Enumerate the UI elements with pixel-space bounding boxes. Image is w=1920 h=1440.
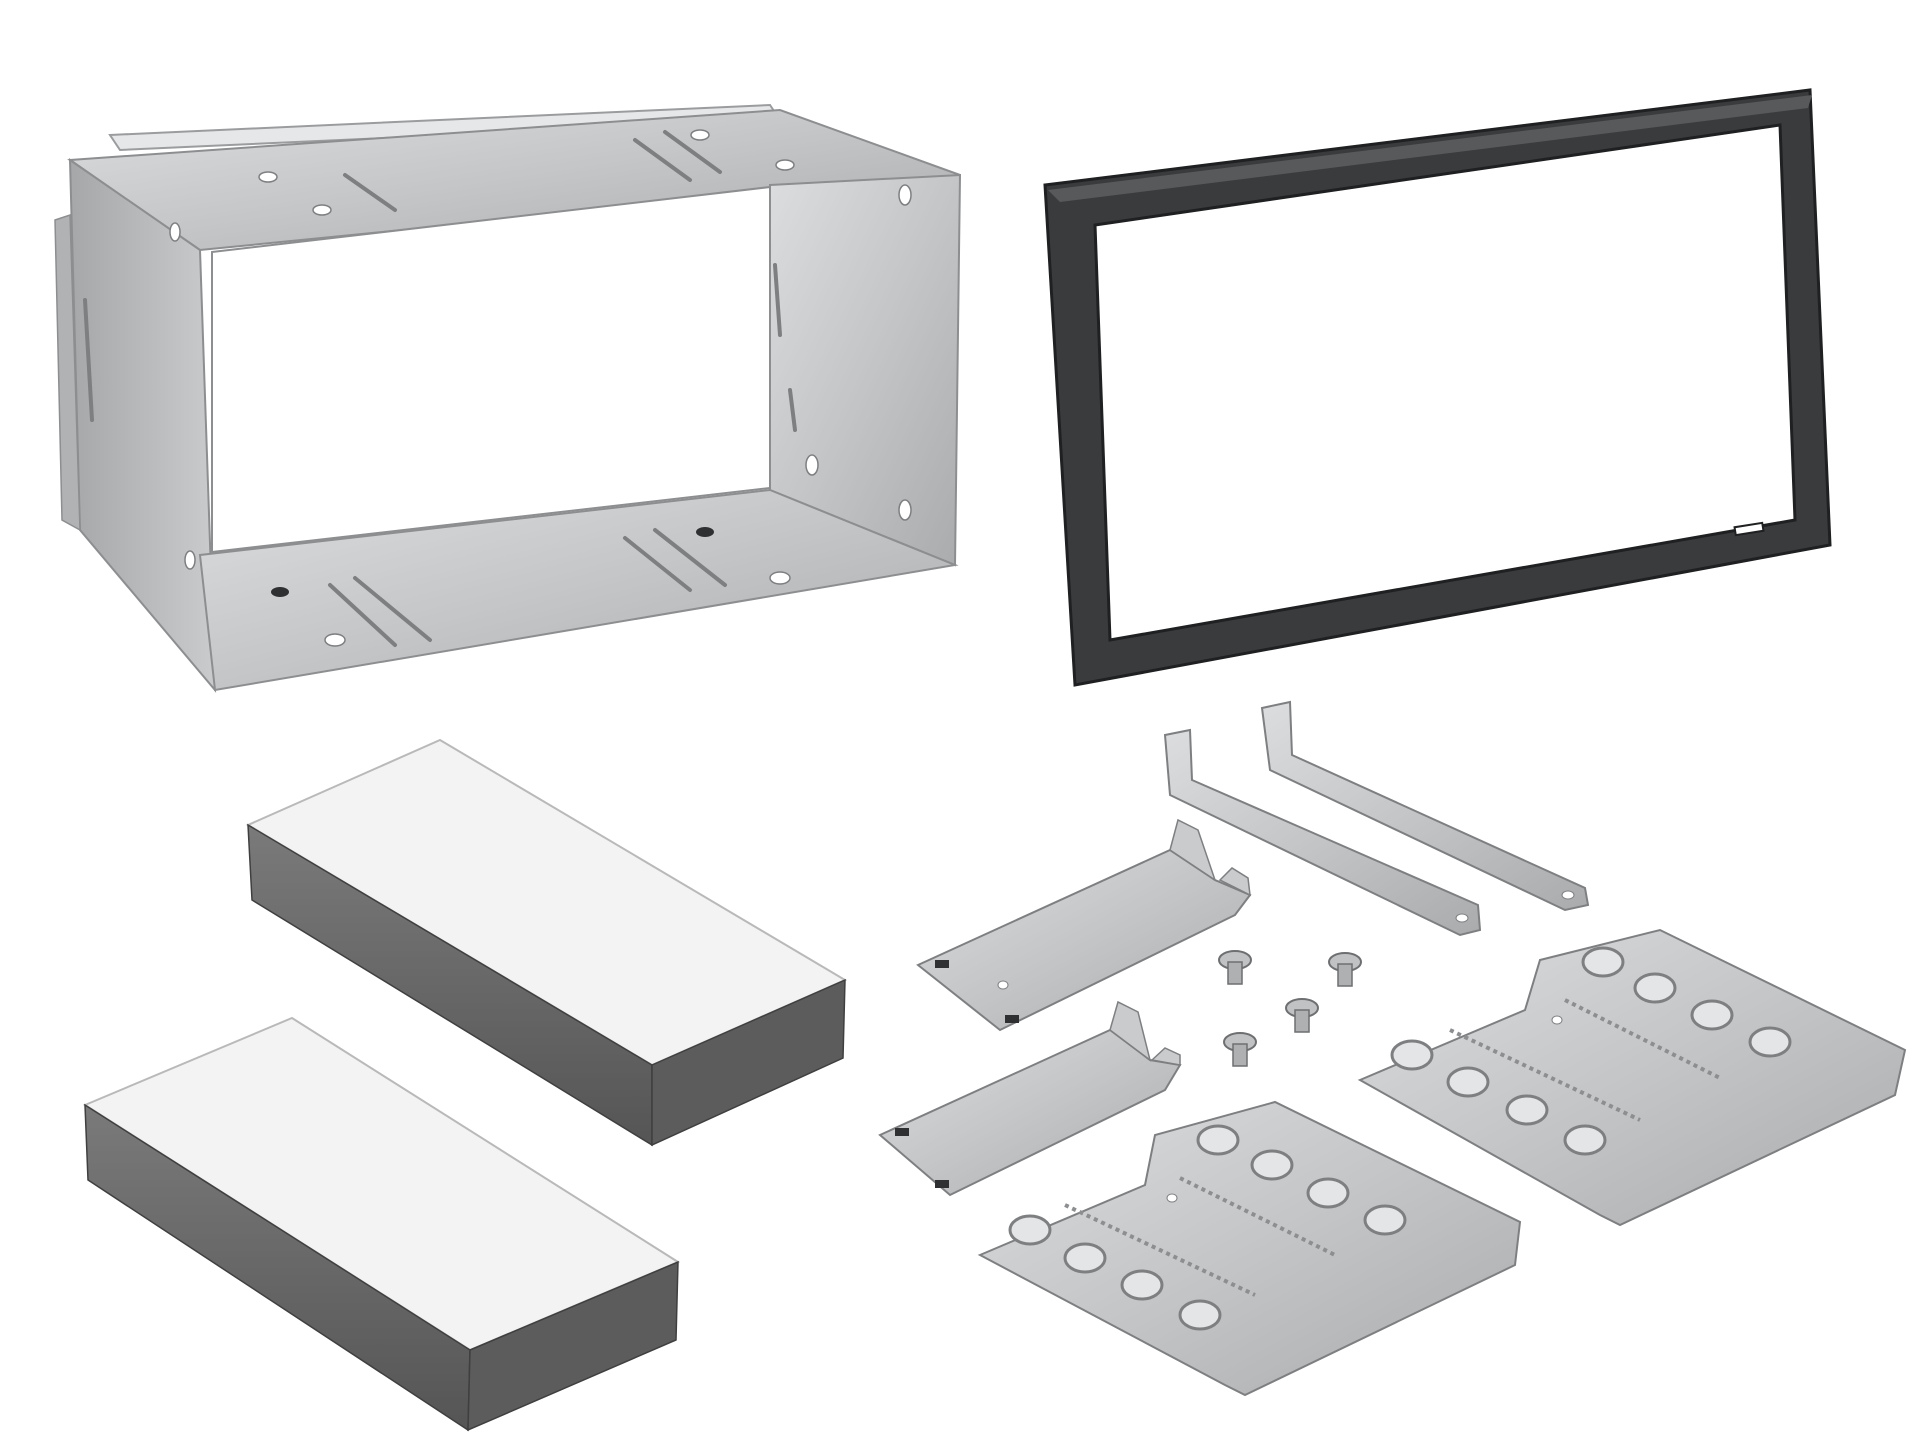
- removal-key-right: [1260, 700, 1590, 912]
- screw-icon: [1218, 950, 1252, 985]
- double-din-trim-frame: [1043, 88, 1832, 687]
- screw-set: [1218, 950, 1362, 1067]
- screw-icon: [1328, 952, 1362, 987]
- foam-pad-bottom: [82, 1016, 681, 1432]
- screw-icon: [1223, 1032, 1257, 1067]
- mounting-plate-right: [1357, 928, 1907, 1227]
- foam-pad-top: [245, 738, 848, 1147]
- mounting-plate-left: [977, 1100, 1522, 1397]
- din-mounting-cage: [54, 103, 962, 693]
- screw-icon: [1285, 998, 1319, 1033]
- side-bracket-lower: [878, 1000, 1182, 1197]
- removal-key-left: [1163, 728, 1482, 937]
- side-bracket-upper: [916, 818, 1252, 1032]
